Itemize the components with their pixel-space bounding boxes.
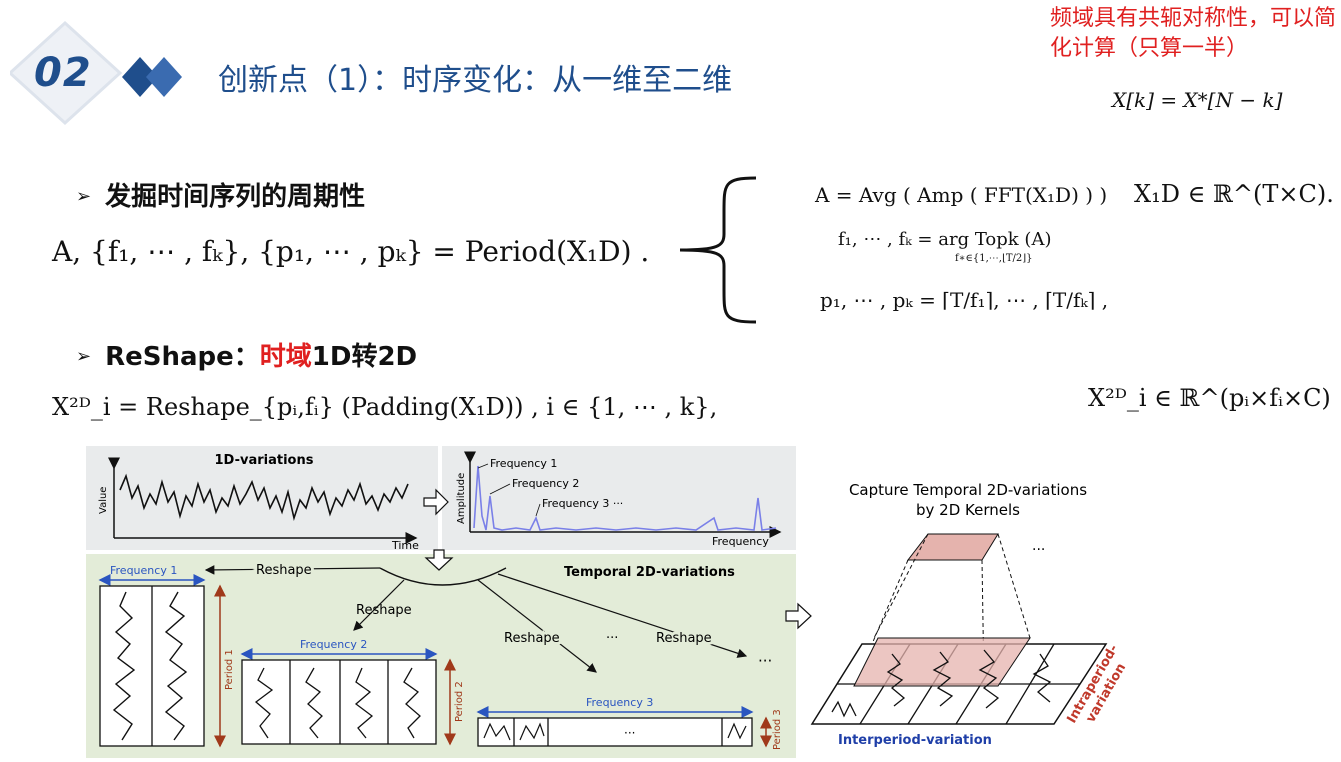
timesnet-diagram: 1D-variations Value Time Amplitude Frequ… xyxy=(86,446,796,758)
frequency-3-block xyxy=(478,718,752,746)
note-text: 频域具有共轭对称性，可以简化计算（只算一半） xyxy=(1050,4,1340,64)
bullet-reshape: ➢ ReShape：时域1D转2D xyxy=(76,336,417,373)
page-title: 创新点（1）：时序变化：从一维至二维 xyxy=(218,55,732,99)
ellipsis-1: ··· xyxy=(606,631,618,646)
panel2-xlabel: Frequency xyxy=(712,535,769,548)
reshape-label-2: Reshape xyxy=(356,603,412,618)
formula-amplitude: A = Avg ( Amp ( FFT(X₁D) ) ) xyxy=(815,183,1107,207)
reshape-formula: X²ᴰ_i = Reshape_{pᵢ,fᵢ} (Padding(X₁D)) ,… xyxy=(52,393,717,421)
ellipsis-4: ··· xyxy=(1032,542,1045,558)
bullet-reshape-highlight: 时域 xyxy=(260,342,312,372)
freq3-label: Frequency 3 ··· xyxy=(542,497,623,510)
bullet-reshape-prefix: ReShape： xyxy=(105,342,260,372)
reshape-label-1: Reshape xyxy=(256,563,312,578)
frequency-3-label: Frequency 3 xyxy=(586,696,653,709)
panel1-ylabel: Value xyxy=(98,487,109,514)
bullet-reshape-suffix: 1D转2D xyxy=(312,342,417,372)
diamond-icon xyxy=(120,55,190,99)
bullet-arrow-icon: ➢ xyxy=(76,186,91,207)
note-formula: X[k] = X*[N − k] xyxy=(1112,88,1282,112)
ellipsis-2: ··· xyxy=(758,652,772,670)
formula-periods: p₁, ⋯ , pₖ = ⌈T/f₁⌉, ⋯ , ⌈T/fₖ⌉ , xyxy=(820,288,1108,312)
period-1-label: Period 1 xyxy=(224,649,235,690)
curly-brace-icon xyxy=(672,172,762,328)
period-formula: A, {f₁, ⋯ , fₖ}, {p₁, ⋯ , pₖ} = Period(X… xyxy=(52,235,649,268)
temporal-title: Temporal 2D-variations xyxy=(564,565,735,580)
bullet-periodicity-label: 发掘时间序列的周期性 xyxy=(105,182,365,212)
x2d-domain-formula: X²ᴰ_i ∈ ℝ^(pᵢ×fᵢ×C) xyxy=(1088,384,1331,412)
bullet-arrow-icon: ➢ xyxy=(76,346,91,367)
panel2-ylabel: Amplitude xyxy=(456,473,467,524)
formula-topk-subscript: f∗∈{1,⋯,⌊T/2⌋} xyxy=(955,253,1033,264)
freq2-label: Frequency 2 xyxy=(512,477,579,490)
reshape-label-3: Reshape xyxy=(504,631,560,646)
panel1-title: 1D-variations xyxy=(215,453,314,468)
frequency-2-label: Frequency 2 xyxy=(300,638,367,651)
ellipsis-3: ··· xyxy=(624,726,635,740)
section-number: 02 xyxy=(34,50,92,96)
capture-line-2: by 2D Kernels xyxy=(916,501,1020,519)
reshape-label-4: Reshape xyxy=(656,631,712,646)
frequency-2-block xyxy=(242,660,436,744)
freq1-label: Frequency 1 xyxy=(490,457,557,470)
frequency-1-label: Frequency 1 xyxy=(110,564,177,577)
bullet-periodicity: ➢ 发掘时间序列的周期性 xyxy=(76,176,365,213)
formula-topk: f₁, ⋯ , fₖ = arg Topk (A) xyxy=(838,229,1051,250)
period-3-label: Period 3 xyxy=(772,709,783,750)
kernel-diagram: Capture Temporal 2D-variations by 2D Ker… xyxy=(808,474,1158,758)
capture-line-1: Capture Temporal 2D-variations xyxy=(849,481,1087,499)
period-2-label: Period 2 xyxy=(454,681,465,722)
interperiod-label: Interperiod-variation xyxy=(838,733,992,748)
formula-x1d-domain: X₁D ∈ ℝ^(T×C). xyxy=(1134,180,1334,208)
panel1-xlabel: Time xyxy=(391,539,419,552)
